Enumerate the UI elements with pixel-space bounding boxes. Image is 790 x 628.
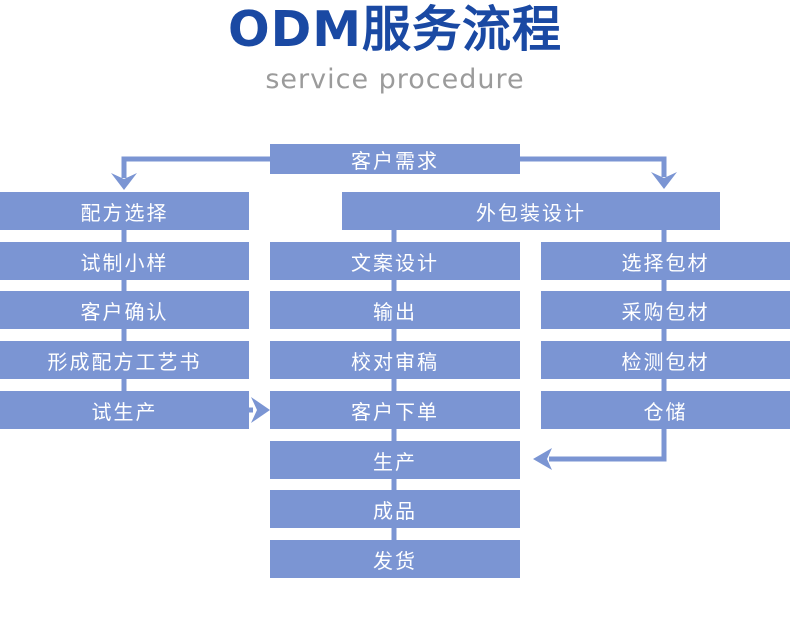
flow-box-production: 生产 <box>270 441 520 479</box>
flow-box-customer-needs: 客户需求 <box>270 144 520 174</box>
flow-box-warehousing: 仓储 <box>541 391 790 429</box>
flow-box-outer-packaging-design: 外包装设计 <box>342 192 720 230</box>
flow-box-purchase-packaging: 采购包材 <box>541 291 790 329</box>
flow-box-test-packaging: 检测包材 <box>541 341 790 379</box>
flow-box-proofreading: 校对审稿 <box>270 341 520 379</box>
connector-trial-to-order <box>249 397 270 423</box>
page-title: ODM服务流程 <box>227 1 563 58</box>
connector-warehouse-to-production <box>533 429 667 470</box>
flow-box-customer-order: 客户下单 <box>270 391 520 429</box>
flow-box-trial-production: 试生产 <box>0 391 249 429</box>
flow-box-formula-selection: 配方选择 <box>0 192 249 230</box>
flow-box-output: 输出 <box>270 291 520 329</box>
flow-box-formula-process-book: 形成配方工艺书 <box>0 341 249 379</box>
connector-needs-to-formula <box>111 156 270 190</box>
connector-needs-to-packaging-design <box>520 156 677 189</box>
flow-box-copy-design: 文案设计 <box>270 242 520 280</box>
flow-box-shipment: 发货 <box>270 540 520 578</box>
flow-box-trial-sample: 试制小样 <box>0 242 249 280</box>
flow-box-finished-product: 成品 <box>270 490 520 528</box>
flow-box-select-packaging: 选择包材 <box>541 242 790 280</box>
page-subtitle: service procedure <box>265 64 525 95</box>
flow-box-customer-confirmation: 客户确认 <box>0 291 249 329</box>
